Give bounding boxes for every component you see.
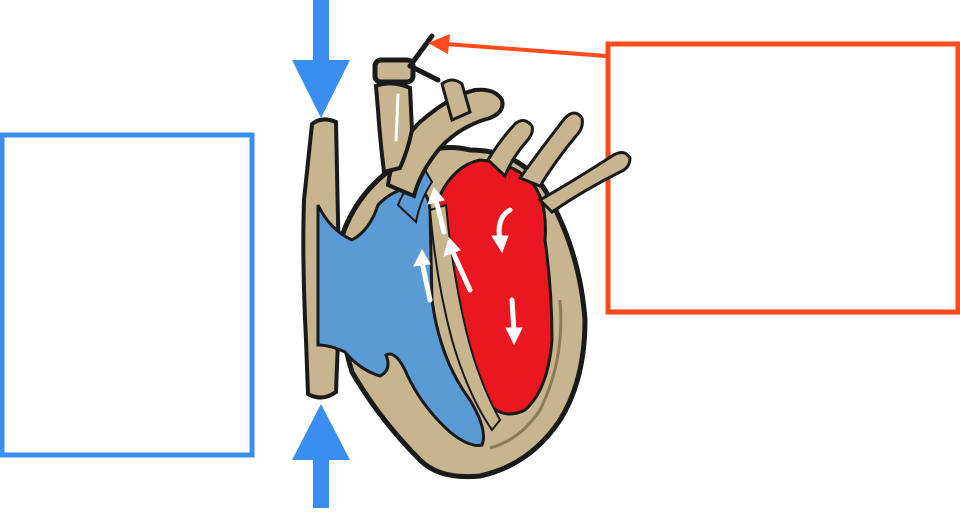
aorta: [385, 87, 505, 199]
pulmonary-vein-3: [537, 151, 632, 214]
pointer-arrow: [428, 34, 607, 58]
arrow-up-icon: [292, 404, 350, 508]
flow-arrow-aorta-icon: [427, 187, 447, 235]
pointer-arrowhead-icon: [428, 34, 450, 54]
heart-illustration: [301, 33, 632, 480]
flow-arrow-down-icon: [505, 297, 523, 346]
arrow-down-icon: [292, 0, 350, 118]
pulmonary-vein-2: [517, 111, 584, 188]
aortic-branch-1: [440, 78, 472, 123]
flow-arrows: [413, 187, 523, 346]
right-atrium-ventricle: [316, 186, 485, 447]
left-label-box: [0, 132, 255, 458]
septum: [428, 203, 502, 432]
flow-arrow-diagonal-icon: [443, 236, 473, 293]
flow-arrow-curve-icon: [491, 207, 513, 254]
clamp-icon: [372, 33, 441, 85]
right-label-box: [605, 41, 960, 315]
pulmonary-vein-1: [486, 119, 534, 179]
ventricle-wall-detail: [489, 299, 563, 450]
flow-arrow-up-icon: [413, 248, 433, 303]
